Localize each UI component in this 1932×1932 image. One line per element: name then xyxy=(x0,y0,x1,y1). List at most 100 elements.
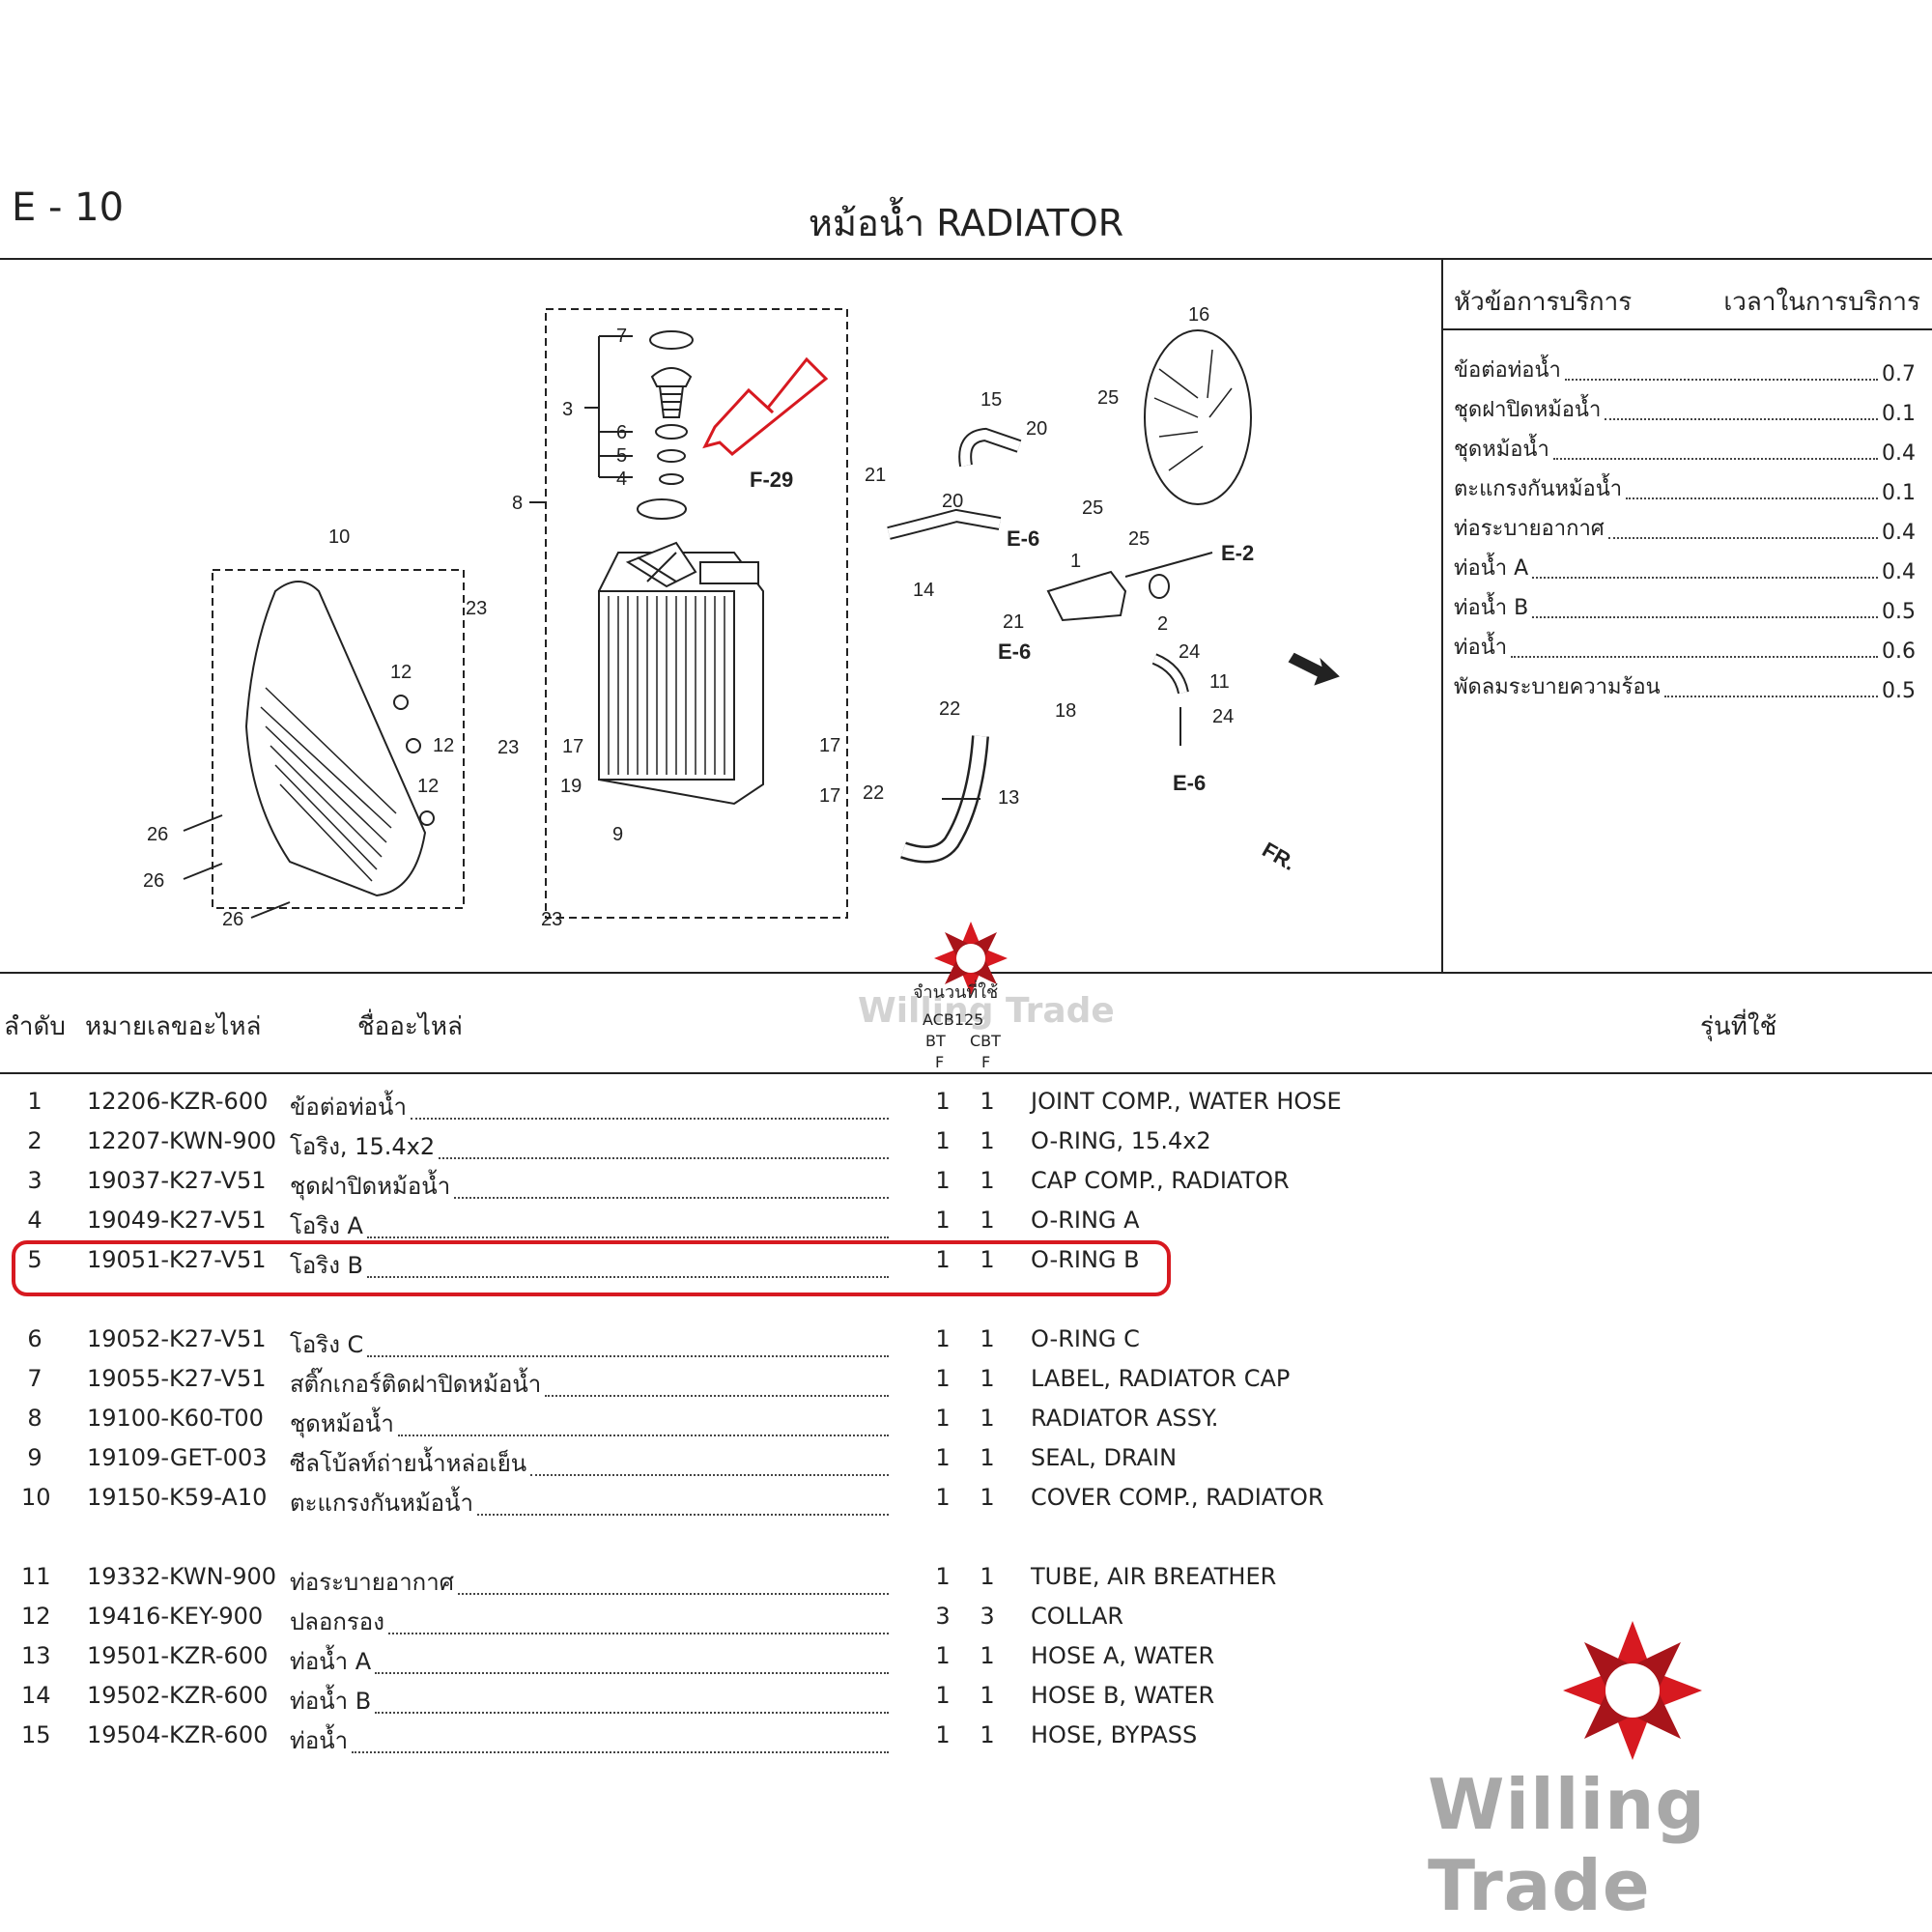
callout-7: 7 xyxy=(616,326,627,347)
callout-18: 18 xyxy=(1055,700,1076,722)
col-header-part-name: ชื่ออะไหล่ xyxy=(357,1012,463,1041)
header-divider xyxy=(0,258,1932,260)
callout-26b: 26 xyxy=(143,870,164,892)
watermark-text: Willing Trade xyxy=(1428,1764,1706,1926)
col-header-cbt: CBT xyxy=(970,1032,1001,1050)
callout-21a: 21 xyxy=(865,465,886,486)
o-ring-15-4 xyxy=(1149,574,1170,599)
callout-22b: 22 xyxy=(863,782,884,804)
callout-12b: 12 xyxy=(433,735,454,756)
service-heading: หัวข้อการบริการ xyxy=(1454,288,1633,317)
col-header-f1: F xyxy=(935,1053,945,1071)
callout-8: 8 xyxy=(512,493,523,514)
service-head-divider xyxy=(1443,328,1932,330)
radiator-tank xyxy=(598,552,764,806)
callout-16: 16 xyxy=(1188,304,1209,326)
callout-23c: 23 xyxy=(541,909,562,930)
callout-12a: 12 xyxy=(390,662,412,683)
radiator-group-box xyxy=(545,308,848,919)
callout-14: 14 xyxy=(913,580,934,601)
fr-arrow xyxy=(1288,652,1340,686)
page-title: หม้อน้ำ RADIATOR xyxy=(808,202,1124,244)
joint-comp xyxy=(1046,570,1127,622)
ref-f29: F-29 xyxy=(750,468,793,492)
cover-group-box xyxy=(212,569,465,909)
col-header-model: ACB125 xyxy=(923,1010,984,1029)
ref-e6c: E-6 xyxy=(1173,771,1206,795)
col-header-no: ลำดับ xyxy=(4,1012,66,1041)
label-cap xyxy=(649,330,694,350)
callout-3: 3 xyxy=(562,399,573,420)
highlight-box xyxy=(12,1240,1171,1296)
service-time-heading: เวลาในการบริการ xyxy=(1723,288,1920,317)
callout-24a: 24 xyxy=(1179,641,1200,663)
callout-20a: 20 xyxy=(1026,418,1047,440)
callout-19: 19 xyxy=(560,776,582,797)
callout-12c: 12 xyxy=(417,776,439,797)
highlight-arrow xyxy=(702,356,829,456)
watermark-logo-small xyxy=(934,922,1008,995)
callout-13: 13 xyxy=(998,787,1019,809)
callout-24b: 24 xyxy=(1212,706,1234,727)
callout-26c: 26 xyxy=(222,909,243,930)
callout-25a: 25 xyxy=(1097,387,1119,409)
ref-e6b: E-6 xyxy=(998,639,1031,664)
callout-17a: 17 xyxy=(562,736,583,757)
section-code: E - 10 xyxy=(12,185,125,230)
callout-25b: 25 xyxy=(1082,497,1103,519)
col-header-quantity: จำนวนที่ใช้ xyxy=(913,982,999,1003)
callout-22a: 22 xyxy=(939,698,960,720)
col-header-bt: BT xyxy=(925,1032,946,1050)
col-header-usage: รุ่นที่ใช้ xyxy=(1700,1012,1777,1041)
callout-15: 15 xyxy=(980,389,1002,411)
callout-11: 11 xyxy=(1209,671,1230,693)
callout-5: 5 xyxy=(616,445,627,467)
callout-4: 4 xyxy=(616,469,627,490)
ref-e6a: E-6 xyxy=(1007,526,1039,551)
callout-2: 2 xyxy=(1157,613,1168,635)
callout-21b: 21 xyxy=(1003,611,1024,633)
radiator-cap xyxy=(650,367,693,387)
callout-25c: 25 xyxy=(1128,528,1150,550)
callout-23b: 23 xyxy=(497,737,519,758)
table-head-divider xyxy=(0,1072,1932,1074)
col-header-part-number: หมายเลขอะไหล่ xyxy=(85,1012,262,1041)
callout-10: 10 xyxy=(328,526,350,548)
col-header-f2: F xyxy=(981,1053,991,1071)
service-divider xyxy=(1441,258,1443,973)
callout-9: 9 xyxy=(612,824,623,845)
willing-trade-logo xyxy=(1563,1621,1702,1760)
callout-20b: 20 xyxy=(942,491,963,512)
ref-fr: FR. xyxy=(1259,838,1300,875)
callout-17b: 17 xyxy=(819,735,840,756)
watermark-text-small: Willing Trade xyxy=(858,991,1115,1031)
callout-17c: 17 xyxy=(819,785,840,807)
callout-23a: 23 xyxy=(466,598,487,619)
o-ring-c xyxy=(655,424,688,440)
ref-e2: E-2 xyxy=(1221,541,1254,565)
callout-26a: 26 xyxy=(147,824,168,845)
exploded-diagram: 1 2 3 4 5 6 7 8 9 10 11 12 12 12 13 14 1… xyxy=(0,263,1441,972)
